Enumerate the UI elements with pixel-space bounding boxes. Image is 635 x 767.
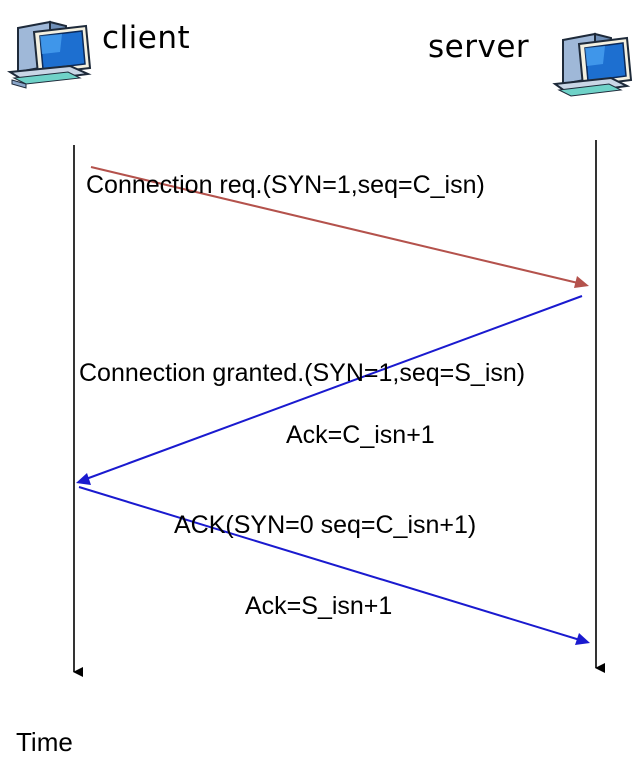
time-axis-label: Time xyxy=(16,727,73,757)
syn-ack-label: Connection granted.(SYN=1,seq=S_isn) xyxy=(79,359,526,387)
client-label: client xyxy=(102,20,191,56)
server-label: server xyxy=(428,29,530,65)
ack-sublabel: Ack=S_isn+1 xyxy=(245,592,393,620)
ack-arrow xyxy=(78,486,590,645)
client-computer-icon xyxy=(6,20,92,89)
syn-ack-sublabel: Ack=C_isn+1 xyxy=(286,421,435,449)
syn-label: Connection req.(SYN=1,seq=C_isn) xyxy=(86,171,485,199)
syn-ack-arrow xyxy=(76,295,583,485)
server-computer-icon xyxy=(552,32,633,97)
ack-label: ACK(SYN=0 seq=C_isn+1) xyxy=(174,511,477,539)
syn-arrow xyxy=(90,166,589,288)
